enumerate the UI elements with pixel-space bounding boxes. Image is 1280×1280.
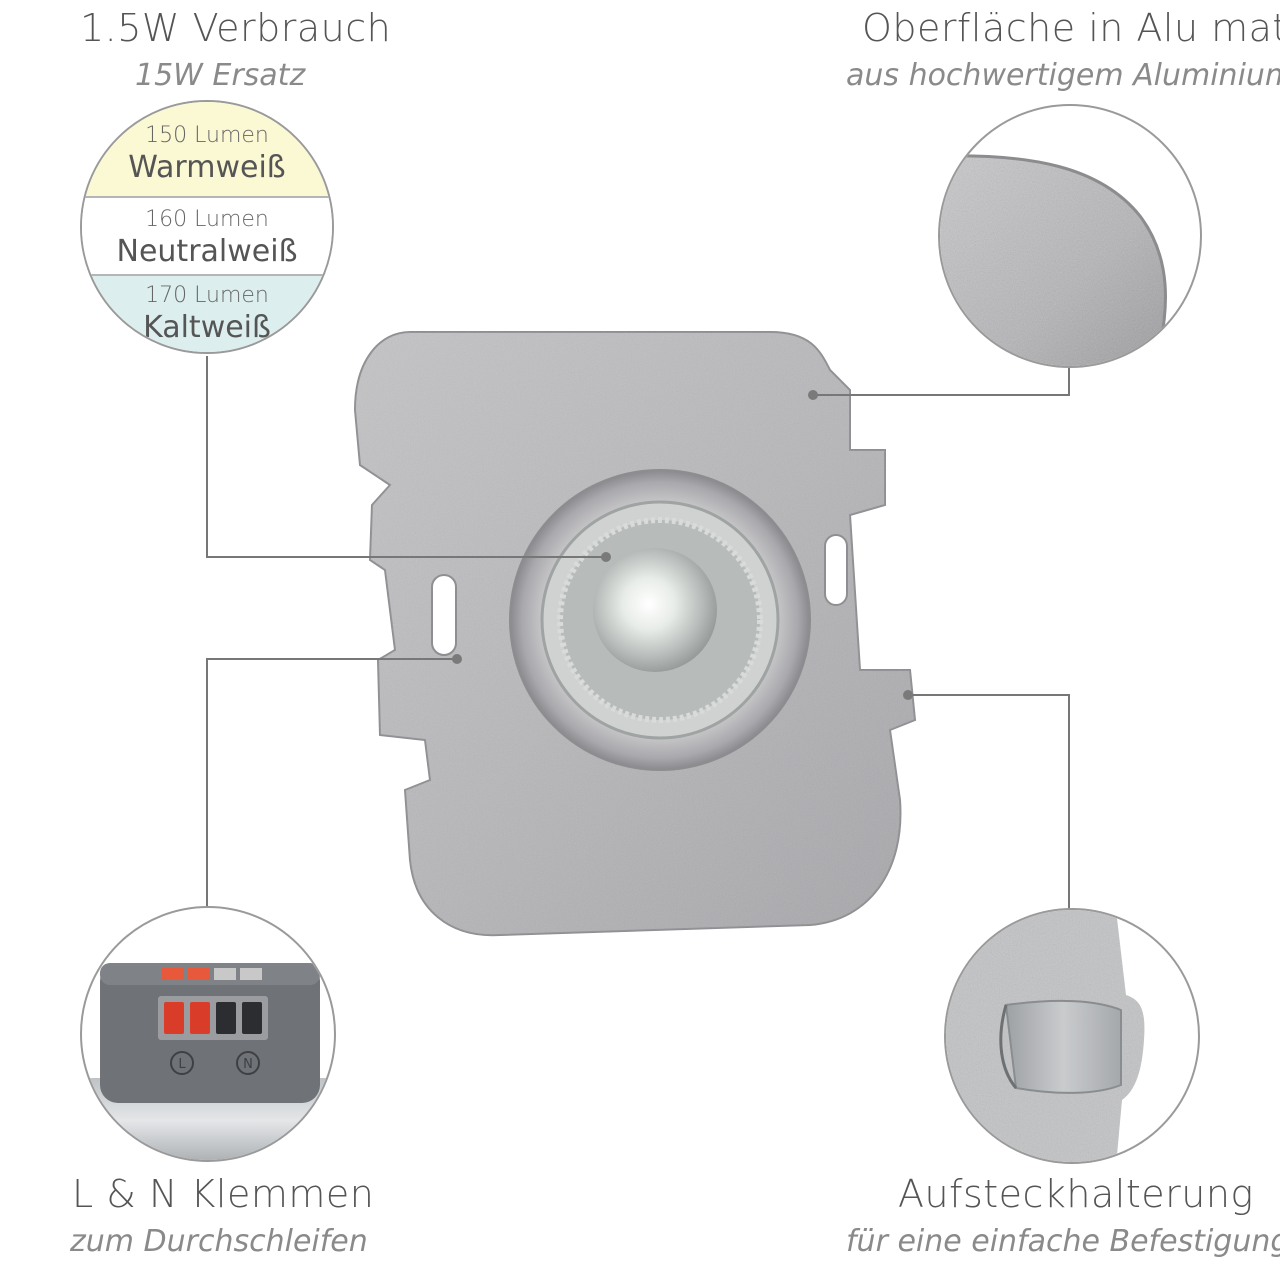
downlight-product-image	[353, 331, 917, 937]
terminals-subtitle: zum Durchschleifen	[70, 1224, 368, 1259]
terminal-label-n: N	[243, 1057, 253, 1072]
callout-line	[206, 658, 208, 908]
lumen-value: 170 Lumen	[145, 283, 269, 308]
replacement-subtitle: 15W Ersatz	[135, 58, 306, 93]
surface-subtitle: aus hochwertigem Aluminium	[846, 58, 1280, 93]
lumen-option-warm: 150 Lumen Warmweiß	[82, 102, 332, 198]
terminal-block-image: L N	[82, 963, 334, 1160]
surface-title: Oberfläche in Alu matt	[862, 6, 1280, 50]
consumption-title: 1.5W Verbrauch	[80, 6, 392, 50]
color-temperature-label: Neutralweiß	[116, 234, 298, 269]
callout-line	[1068, 368, 1070, 395]
lumen-options-circle: 150 Lumen Warmweiß 160 Lumen Neutralweiß…	[80, 100, 334, 354]
mounting-clip-circle	[944, 908, 1200, 1164]
aluminium-texture-image	[940, 154, 1167, 366]
callout-line	[910, 694, 1070, 696]
color-temperature-label: Warmweiß	[128, 150, 286, 185]
color-temperature-label: Kaltweiß	[143, 310, 271, 345]
mounting-clip-image	[946, 910, 1145, 1162]
terminal-label-l: L	[178, 1057, 186, 1072]
lumen-option-cold: 170 Lumen Kaltweiß	[82, 276, 332, 352]
callout-dot	[808, 390, 818, 400]
terminals-title: L & N Klemmen	[72, 1172, 375, 1216]
callout-dot	[903, 690, 913, 700]
lumen-option-neutral: 160 Lumen Neutralweiß	[82, 198, 332, 276]
lumen-value: 160 Lumen	[145, 207, 269, 232]
clip-title: Aufsteckhalterung	[898, 1172, 1254, 1216]
callout-line	[206, 356, 208, 557]
callout-dot	[601, 552, 611, 562]
clip-subtitle: für eine einfache Befestigung	[846, 1224, 1280, 1259]
lumen-value: 150 Lumen	[145, 123, 269, 148]
callout-dot	[452, 654, 462, 664]
callout-line	[1068, 694, 1070, 910]
surface-texture-circle	[938, 104, 1202, 368]
callout-line	[206, 556, 606, 558]
callout-line	[814, 394, 1070, 396]
terminal-block-circle: L N	[80, 906, 336, 1162]
callout-line	[206, 658, 458, 660]
